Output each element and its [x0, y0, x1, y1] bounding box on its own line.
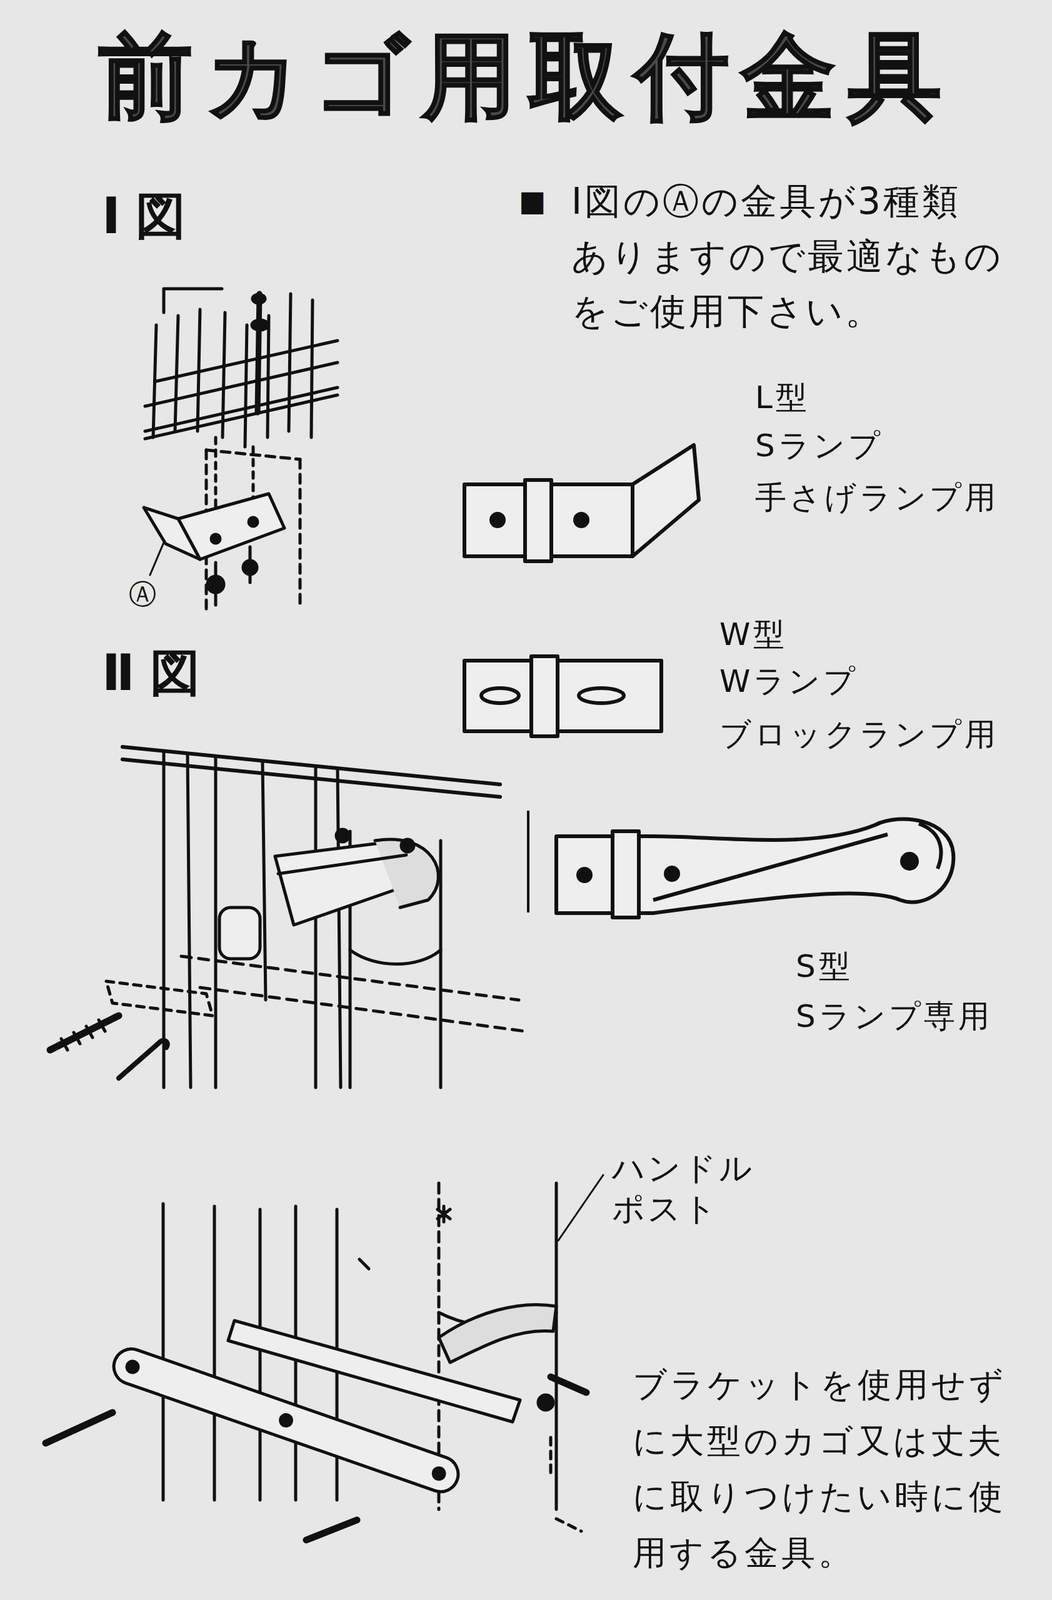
- figure-two-part: [350, 950, 441, 965]
- lamp-bracket-w-part: [578, 688, 624, 704]
- figure-three-part: [258, 1209, 262, 1501]
- divider-line: [526, 810, 530, 913]
- figure-two-part: [336, 829, 349, 842]
- figure-one-part: [252, 294, 266, 304]
- figure-two-part: [278, 855, 407, 874]
- figure-two-part: [181, 956, 519, 1001]
- figure-three-part: [45, 1412, 113, 1444]
- title-heading: 前カゴ用取付金具: [0, 25, 1052, 129]
- figure-three-part: [108, 1344, 463, 1498]
- figure-two-part: [375, 839, 439, 908]
- lamp-bracket-s-part: [653, 834, 888, 901]
- figure-three-part: [438, 1304, 557, 1363]
- figure-one-part: [245, 325, 247, 447]
- type-label: L型: [755, 381, 943, 414]
- lamp-bracket-w-part: [481, 688, 519, 704]
- figure-one-part: [143, 507, 201, 560]
- figure-one-part: [175, 315, 179, 432]
- figure-three-part: [213, 1206, 217, 1501]
- callout-letter: Ⓐ: [128, 580, 167, 609]
- figure-two-part: [314, 767, 318, 1088]
- figure-one-part: [298, 459, 302, 610]
- figure-two-part: [122, 759, 501, 797]
- lamp-bracket-l-part: [632, 445, 699, 557]
- lamp-bracket-s-part: [901, 853, 917, 869]
- figure-one-part: [257, 293, 260, 413]
- lamp-bracket-w-part: [464, 660, 662, 732]
- lamp-bracket-w: [464, 656, 662, 737]
- lamp-bracket-s-part: [918, 823, 941, 869]
- type-label: W型: [719, 618, 907, 651]
- figure-one-part: [163, 288, 222, 313]
- lamp-bracket-s-part: [612, 831, 639, 918]
- figure-two-part: [214, 758, 218, 1088]
- figure-one-part: [211, 534, 221, 544]
- figure-label: Ⅱ図: [101, 648, 265, 699]
- lamp-label: ブロックランプ用: [719, 718, 1032, 751]
- figure-one-part: [150, 542, 164, 576]
- figure-three-part: [306, 1520, 357, 1541]
- lamp-bracket-s-part: [578, 868, 591, 882]
- figure-two-part: [187, 755, 191, 1088]
- lamp-label: Wランプ: [719, 665, 970, 697]
- figure-two-part: [200, 987, 526, 1032]
- figure-label: Ⅰ図: [101, 191, 265, 242]
- figure-three-part: [437, 1206, 451, 1223]
- figure-three-part-part: [278, 1413, 294, 1428]
- figure-one-part: [145, 395, 338, 439]
- figure-two-part: [337, 768, 341, 1088]
- lamp-bracket-l-part: [525, 480, 552, 562]
- figure-two-part: [50, 1015, 119, 1051]
- figure-one: [143, 288, 338, 610]
- lamp-bracket-l-part: [491, 513, 504, 527]
- type-label: S型: [795, 950, 984, 982]
- note-text: Ⅰ図のⒶの金具が3種類 ありますので最適なもの をご使用下さい。: [571, 173, 1028, 339]
- figure-three-part: [555, 1183, 559, 1510]
- figure-two-part: [219, 907, 261, 959]
- figure-three-part-part: [108, 1344, 463, 1498]
- lamp-label: 手さげランプ用: [755, 481, 1043, 514]
- figure-two-part: [61, 1020, 106, 1051]
- figure-two-part: [118, 1040, 168, 1079]
- figure-one-part: [243, 560, 257, 575]
- lamp-bracket-l-part: [575, 513, 588, 527]
- figure-one-part: [222, 312, 226, 438]
- figure-three-part: [558, 1175, 604, 1241]
- figure-three-part-part: [431, 1466, 447, 1481]
- figure-one-part: [145, 387, 338, 432]
- figure-three: [45, 1175, 604, 1541]
- figure-one-part: [267, 315, 269, 438]
- lamp-bracket-w-part: [531, 656, 558, 737]
- figure-one-part: [145, 362, 338, 407]
- figure-two-part: [162, 753, 166, 1088]
- figure-two: [50, 746, 526, 1088]
- figure-one-part: [248, 517, 258, 527]
- figure-one-part: [207, 576, 224, 593]
- lamp-label: Sランプ: [755, 430, 1006, 462]
- lamp-label: Sランプ専用: [795, 1000, 1034, 1032]
- lamp-bracket-l: [464, 445, 699, 562]
- figure-one-part: [288, 293, 291, 432]
- figure-three-part: [550, 1377, 587, 1393]
- lamp-bracket-s-part: [665, 867, 679, 881]
- figure-one-part: [251, 320, 269, 331]
- figure-three-part-part: [125, 1360, 141, 1375]
- part-label: ハンドル ポスト: [611, 1148, 794, 1230]
- figure-three-part: [161, 1203, 166, 1501]
- figure-two-part: [262, 762, 266, 1001]
- figure-two-part: [106, 981, 213, 1016]
- bullet-mark: ■: [518, 186, 557, 216]
- figure-three-part: [550, 1437, 582, 1532]
- figure-three-part: [359, 1259, 369, 1269]
- figure-three-part: [538, 1395, 554, 1411]
- lamp-bracket-s: [556, 818, 954, 918]
- note-text: ブラケットを使用せず に大型のカゴ又は丈夫 に取りつけたい時に使 用する金具。: [632, 1357, 1033, 1582]
- figure-one-part: [156, 340, 338, 382]
- figure-two-part: [401, 839, 414, 852]
